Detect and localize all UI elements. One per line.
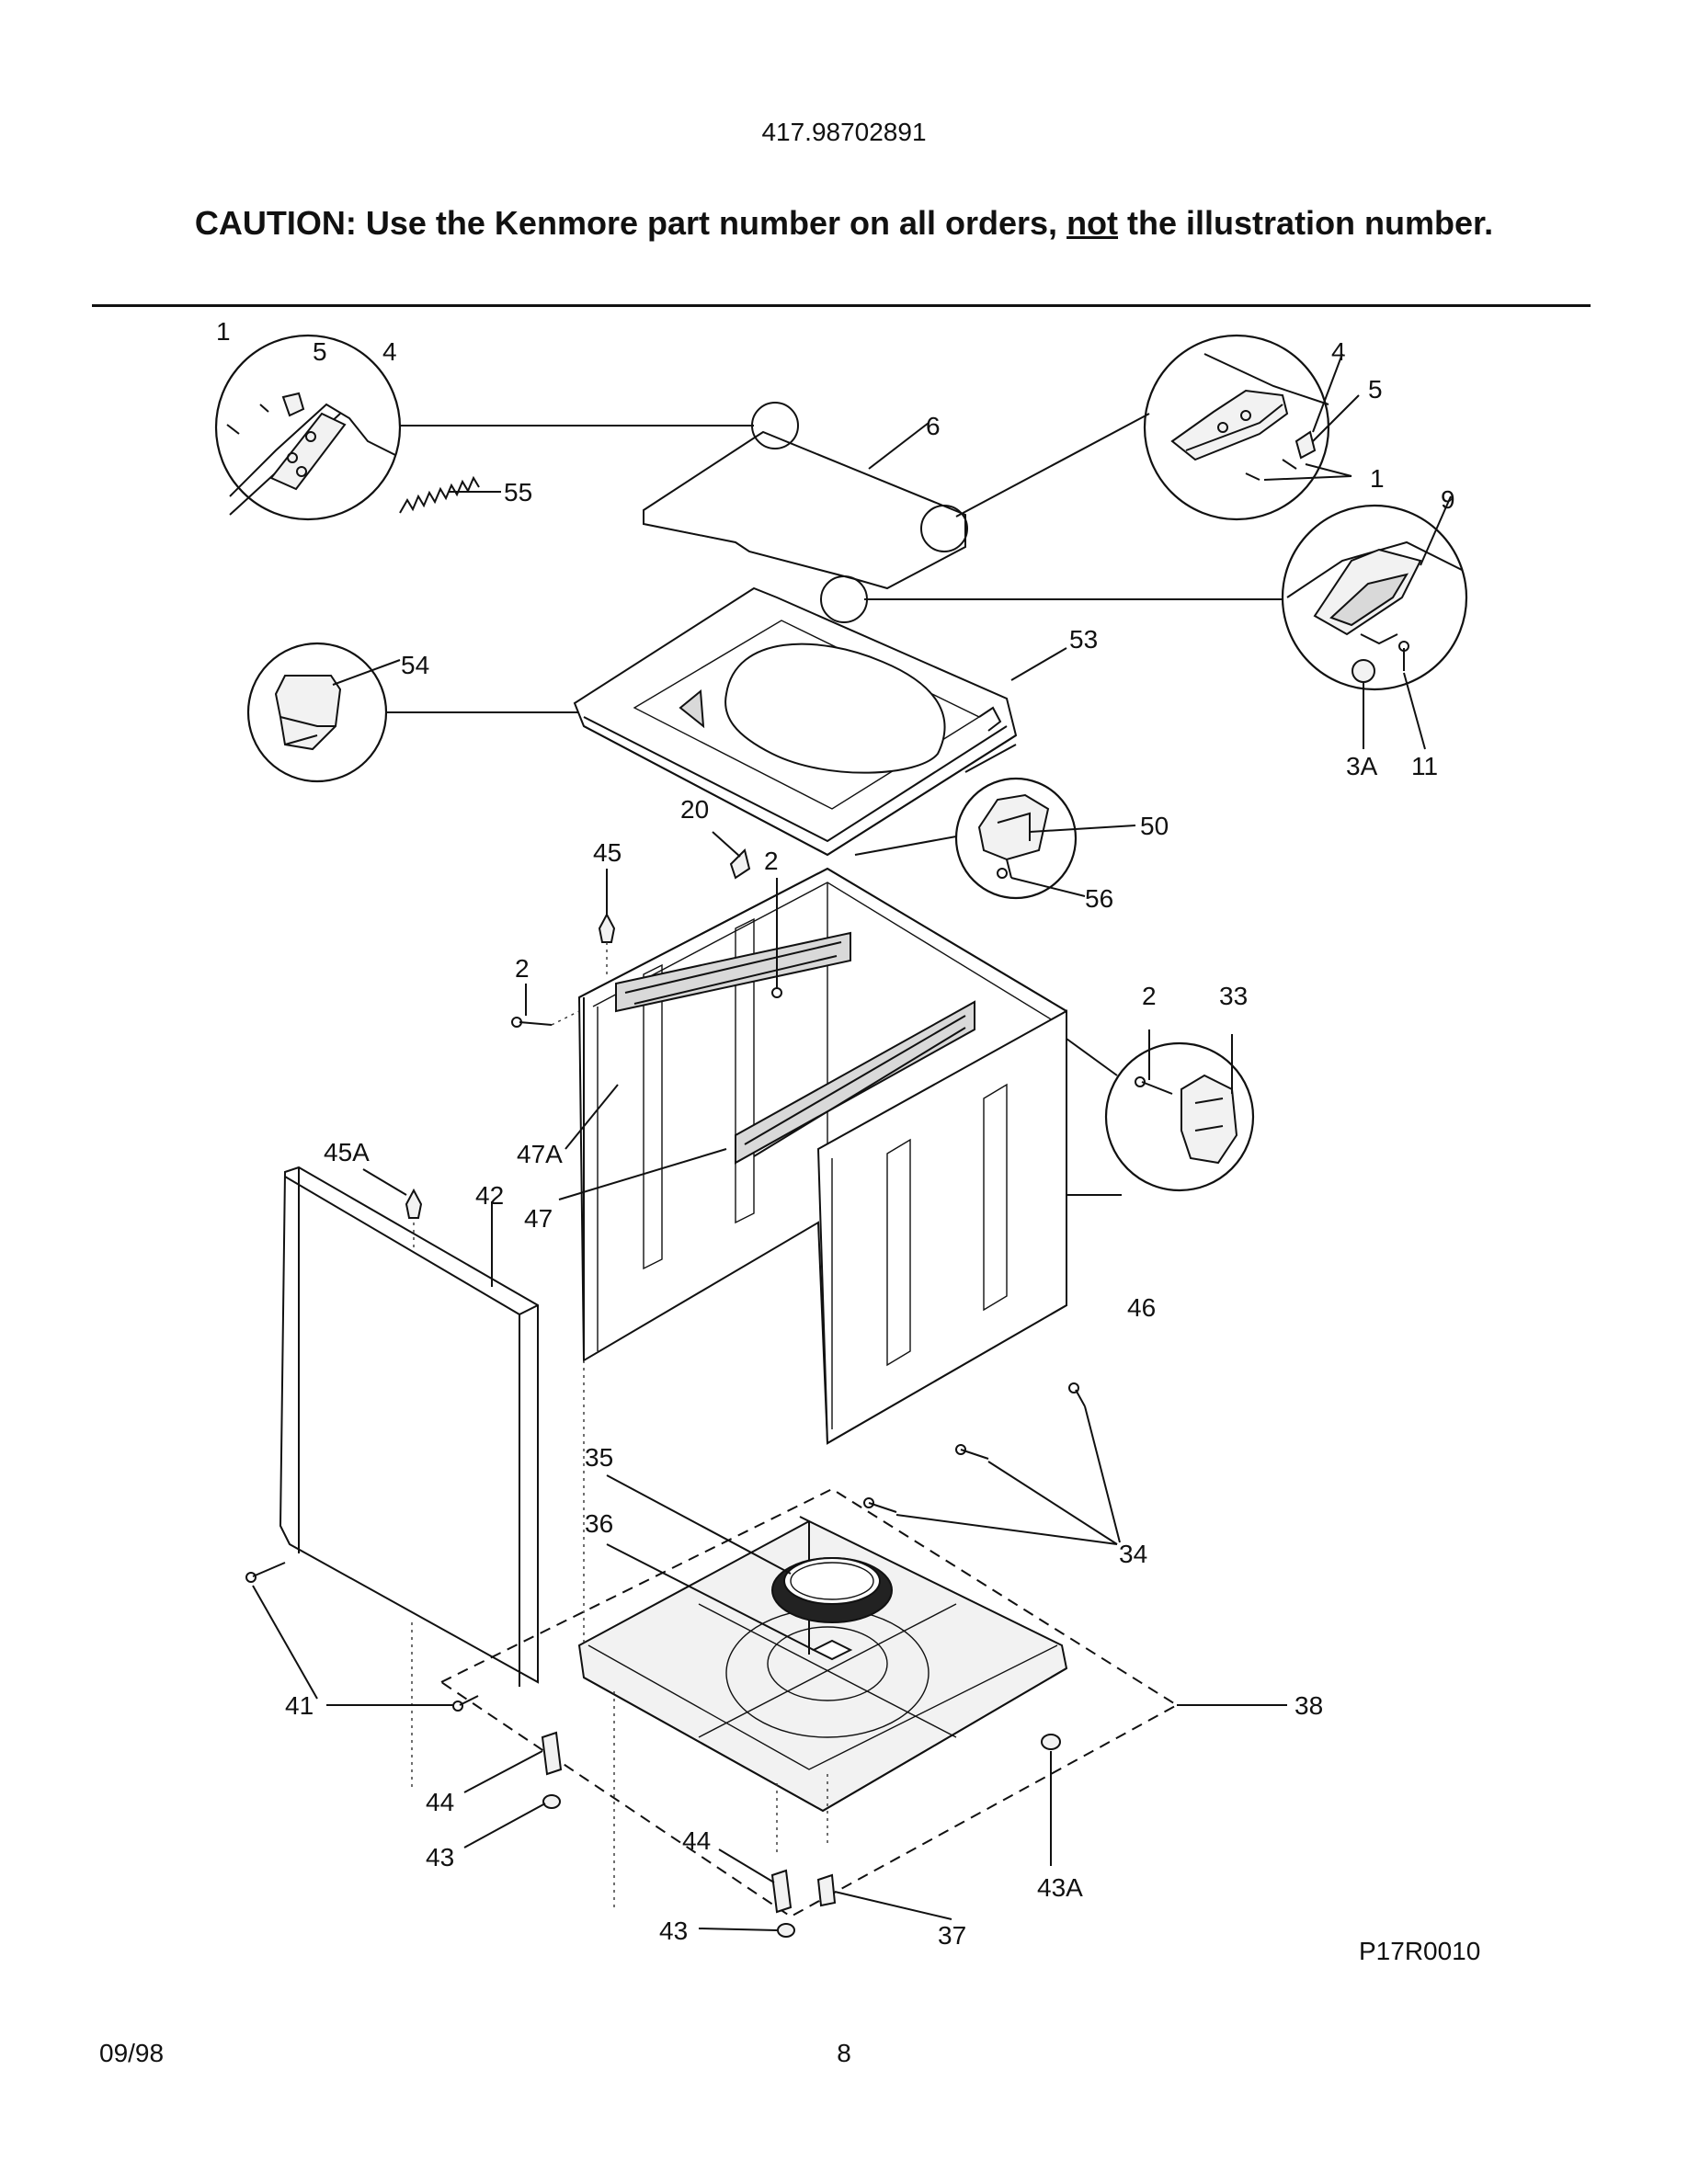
- snap-fastener-45: [598, 869, 616, 974]
- top-panel-part: [573, 586, 1018, 857]
- callout-2-left: 2: [515, 954, 530, 983]
- callout-1-left: 1: [216, 317, 231, 346]
- callout-41: 41: [285, 1691, 314, 1720]
- callout-4-right: 4: [1331, 337, 1346, 366]
- front-panel-42: [279, 1166, 539, 1687]
- model-number: 417.98702891: [761, 118, 927, 146]
- hinge-pin-detail: [1281, 504, 1468, 691]
- tub-seal-ring: [771, 1557, 893, 1623]
- callout-43-left: 43: [426, 1843, 454, 1871]
- callout-33: 33: [1219, 982, 1248, 1010]
- callout-44-left: 44: [426, 1788, 454, 1816]
- callout-47: 47: [524, 1204, 553, 1233]
- callout-43-center: 43: [659, 1917, 688, 1945]
- base-assembly: [439, 1487, 1179, 1918]
- callout-38: 38: [1295, 1691, 1323, 1720]
- caution-emphasis: not: [1066, 204, 1119, 242]
- pad-part: [811, 1639, 853, 1661]
- callout-2-center: 2: [764, 847, 779, 875]
- callout-1-right: 1: [1370, 464, 1385, 493]
- callout-42: 42: [475, 1181, 504, 1210]
- callout-54: 54: [401, 651, 429, 679]
- lid-part: [643, 402, 968, 623]
- brace-47a: [615, 931, 851, 1013]
- latch-detail: [1104, 1029, 1255, 1192]
- callout-47a: 47A: [517, 1140, 563, 1168]
- brace-47: [735, 1000, 975, 1165]
- callout-11: 11: [1411, 752, 1438, 780]
- leveling-leg-center: [698, 1848, 795, 1938]
- callout-9: 9: [1441, 485, 1455, 514]
- callout-50: 50: [1140, 812, 1169, 840]
- callout-4-left: 4: [382, 337, 397, 366]
- screw-2-left: [511, 984, 580, 1028]
- foot-43a: [1041, 1734, 1061, 1866]
- leg-37: [816, 1873, 952, 1920]
- footer-date: 09/98: [99, 2039, 165, 2067]
- screws-34: [863, 1382, 1121, 1545]
- callout-56: 56: [1085, 884, 1113, 913]
- screws-41: [245, 1562, 479, 1712]
- callout-34: 34: [1119, 1540, 1147, 1568]
- page-number: 8: [837, 2039, 851, 2067]
- lid-switch-detail: [954, 777, 1078, 900]
- callout-35: 35: [585, 1443, 613, 1472]
- callout-37: 37: [938, 1921, 966, 1950]
- clip-part: [729, 848, 751, 880]
- exploded-parts-diagram: 1 5 4 55 6 4 5 1 9 54 53 3A 11 20 45 2 5…: [214, 317, 1480, 1965]
- spring-part: [399, 475, 501, 514]
- callout-45a: 45A: [324, 1138, 370, 1166]
- caution-prefix: CAUTION: Use the Kenmore part number on …: [194, 204, 1067, 242]
- caution-suffix: the illustration number.: [1118, 204, 1494, 242]
- leveling-leg-left: [463, 1731, 563, 1848]
- callout-44-center: 44: [682, 1826, 711, 1855]
- hinge-detail-left: [214, 334, 402, 521]
- callout-36: 36: [585, 1509, 613, 1538]
- callout-53: 53: [1069, 625, 1098, 654]
- callout-labels: 1 5 4 55 6 4 5 1 9 54 53 3A 11 20 45 2 5…: [216, 317, 1480, 1965]
- callout-45: 45: [593, 838, 622, 867]
- callout-3a: 3A: [1346, 752, 1378, 780]
- callout-20: 20: [680, 795, 709, 824]
- caution-notice: CAUTION: Use the Kenmore part number on …: [0, 204, 1688, 243]
- diagram-code: P17R0010: [1359, 1937, 1480, 1965]
- side-panel-46: [816, 1009, 1067, 1445]
- header-divider: [92, 304, 1591, 307]
- callout-43a: 43A: [1037, 1873, 1083, 1902]
- callout-5-left: 5: [313, 337, 327, 366]
- callout-46: 46: [1127, 1293, 1156, 1322]
- hinge-detail-right: [1143, 334, 1360, 521]
- bleach-dispenser-detail: [246, 642, 401, 783]
- callout-55: 55: [504, 478, 532, 506]
- callout-5-right: 5: [1368, 375, 1383, 404]
- callout-2-right: 2: [1142, 982, 1157, 1010]
- callout-6: 6: [926, 412, 941, 440]
- snap-fastener-45a: [362, 1168, 423, 1250]
